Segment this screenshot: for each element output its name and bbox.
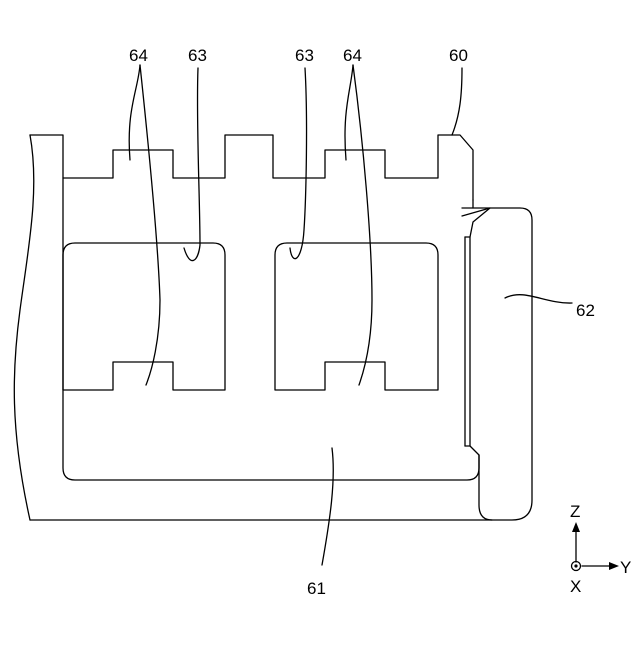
axis-label-y: Y — [620, 558, 631, 577]
axis-label-x: X — [570, 577, 581, 596]
component-62-outline — [462, 208, 532, 520]
label-61: 61 — [307, 579, 326, 598]
leader-64-right-a — [345, 65, 353, 160]
axis-indicator: Z Y X — [570, 502, 631, 596]
opening-63-left — [63, 243, 225, 390]
x-axis-symbol-dot — [574, 564, 577, 567]
recess-61-outline — [63, 178, 479, 480]
label-64-right: 64 — [343, 46, 362, 65]
label-64-left: 64 — [129, 46, 148, 65]
leader-61 — [322, 448, 333, 565]
leader-60 — [452, 68, 462, 135]
label-63-left: 63 — [188, 46, 207, 65]
label-63-right: 63 — [295, 46, 314, 65]
opening-63-right — [275, 243, 438, 390]
label-62: 62 — [576, 301, 595, 320]
leader-63-right — [290, 68, 307, 259]
body-60-outline — [30, 135, 473, 200]
leader-63-left — [184, 68, 200, 261]
leader-64-left-b — [140, 65, 160, 385]
label-60: 60 — [449, 46, 468, 65]
component-62-slope — [462, 208, 490, 237]
leader-64-right-b — [353, 65, 372, 385]
z-arrowhead — [572, 522, 580, 532]
y-arrowhead — [609, 562, 619, 570]
leader-64-left-a — [129, 65, 140, 160]
leader-62 — [505, 295, 572, 303]
break-line-left — [14, 135, 34, 520]
axis-label-z: Z — [570, 502, 580, 521]
